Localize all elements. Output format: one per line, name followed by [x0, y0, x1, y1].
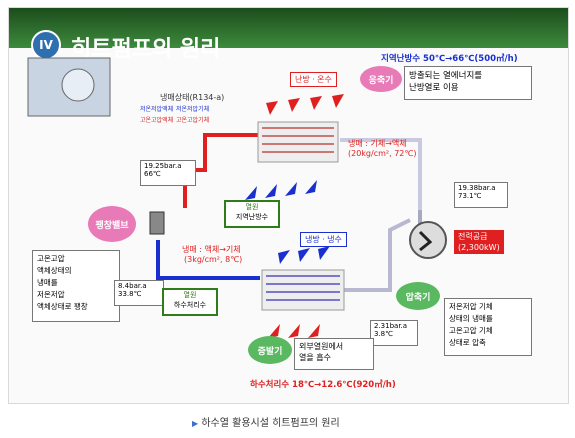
sewage-note: 하수처리수 18℃→12.6℃(920㎥/h) [250, 380, 396, 390]
caption: ▶ 하수열 활용시설 히트펌프의 원리 [192, 414, 340, 429]
exp-desc-1: 고온고압 [37, 254, 65, 263]
condenser-description: 방출되는 열에너지를 난방열로 이용 [404, 66, 532, 100]
compressor-pressure: 2.31bar.a [374, 322, 408, 330]
comp-desc-1: 저온저압 기체 [449, 302, 493, 311]
evap-desc-2: 열을 흡수 [299, 353, 331, 362]
expansion-description: 고온고압 액체상태의 냉매를 저온저압 액체상태로 팽창 [32, 250, 120, 322]
condenser-badge: 응축기 [360, 66, 402, 92]
expansion-valve-badge: 팽창밸브 [88, 206, 136, 242]
refrigerant-state-label: 냉매상태(R134-a) [160, 93, 225, 102]
cold-pipe-left [156, 240, 260, 280]
legend-2: 저온저압기체 [176, 106, 210, 113]
legend-3: 고온고압액체 [140, 117, 174, 124]
evap-desc-1: 외부열원에서 [299, 342, 344, 351]
expansion-valve-icon [149, 211, 165, 235]
legend-4: 고온고압기체 [176, 117, 210, 124]
hot-pipe-right [340, 138, 422, 210]
caption-text: 하수열 활용시설 히트펌프의 원리 [201, 418, 340, 429]
hx1-bottom: 지역난방수 [235, 213, 269, 221]
power-label: 전력공급 [458, 232, 488, 241]
expansion-pressure: 8.4bar.a [118, 282, 147, 290]
condenser-desc-2: 난방열로 이용 [409, 83, 459, 93]
district-heating-note: 지역난방수 50℃→66℃(500㎥/h) [381, 54, 518, 64]
exp-desc-5: 액체상태로 팽창 [37, 302, 88, 311]
expansion-pressure-box: 8.4bar.a 33.8℃ [114, 280, 164, 306]
compressor-badge: 압축기 [396, 282, 440, 310]
left-pressure-box: 19.25bar.a 66℃ [140, 160, 196, 186]
right-pressure: 19.38bar.a [458, 184, 496, 192]
sewage-heat-source: 열원 하수처리수 [162, 288, 218, 316]
exp-desc-3: 냉매를 [37, 278, 58, 287]
condensing-condition: (20kg/cm², 72℃) [348, 149, 417, 158]
title-bar [9, 8, 568, 48]
hx1-top: 열원 [245, 203, 259, 211]
cooling-label: 냉방ㆍ냉수 [300, 232, 347, 247]
hx2-bottom: 하수처리수 [173, 301, 207, 309]
comp-desc-3: 고온고압 기체 [449, 326, 493, 335]
hx2-top: 열원 [183, 291, 197, 299]
compressor-pressure-box: 2.31bar.a 3.8℃ [370, 320, 418, 346]
district-heating-source: 열원 지역난방수 [224, 200, 280, 228]
exp-desc-2: 액체상태의 [37, 266, 72, 275]
right-temperature: 73.1℃ [458, 192, 482, 200]
power-value: (2,300kW) [458, 243, 500, 252]
cold-pipe-right [340, 218, 411, 292]
left-temperature: 66℃ [144, 170, 161, 178]
legend-1: 저온저압액체 [140, 106, 174, 113]
exp-desc-4: 저온저압 [37, 290, 65, 299]
compressor-temperature: 3.8℃ [374, 330, 393, 338]
heat-out-arrows [266, 94, 344, 115]
evaporator-badge: 증발기 [248, 336, 292, 364]
heat-in-arrows [245, 180, 317, 200]
condensing-change: 냉매 : 기체→액체 [348, 139, 407, 148]
condenser-desc-1: 방출되는 열에너지를 [409, 71, 483, 81]
comp-desc-4: 상태로 압축 [449, 338, 486, 347]
evaporating-condition: (3kg/cm², 8℃) [184, 255, 243, 264]
comp-desc-2: 상태의 냉매를 [449, 314, 493, 323]
caption-arrow-icon: ▶ [192, 419, 199, 428]
expansion-temperature: 33.8℃ [118, 290, 142, 298]
right-pressure-box: 19.38bar.a 73.1℃ [454, 182, 508, 208]
heating-label: 난방ㆍ온수 [290, 72, 337, 87]
compressor-description: 저온저압 기체 상태의 냉매를 고온고압 기체 상태로 압축 [444, 298, 532, 356]
left-pressure: 19.25bar.a [144, 162, 182, 170]
power-supply: 전력공급 (2,300kW) [454, 230, 504, 254]
evaporator-description: 외부열원에서 열을 흡수 [294, 338, 374, 370]
evaporating-change: 냉매 : 액체→기체 [182, 245, 241, 254]
